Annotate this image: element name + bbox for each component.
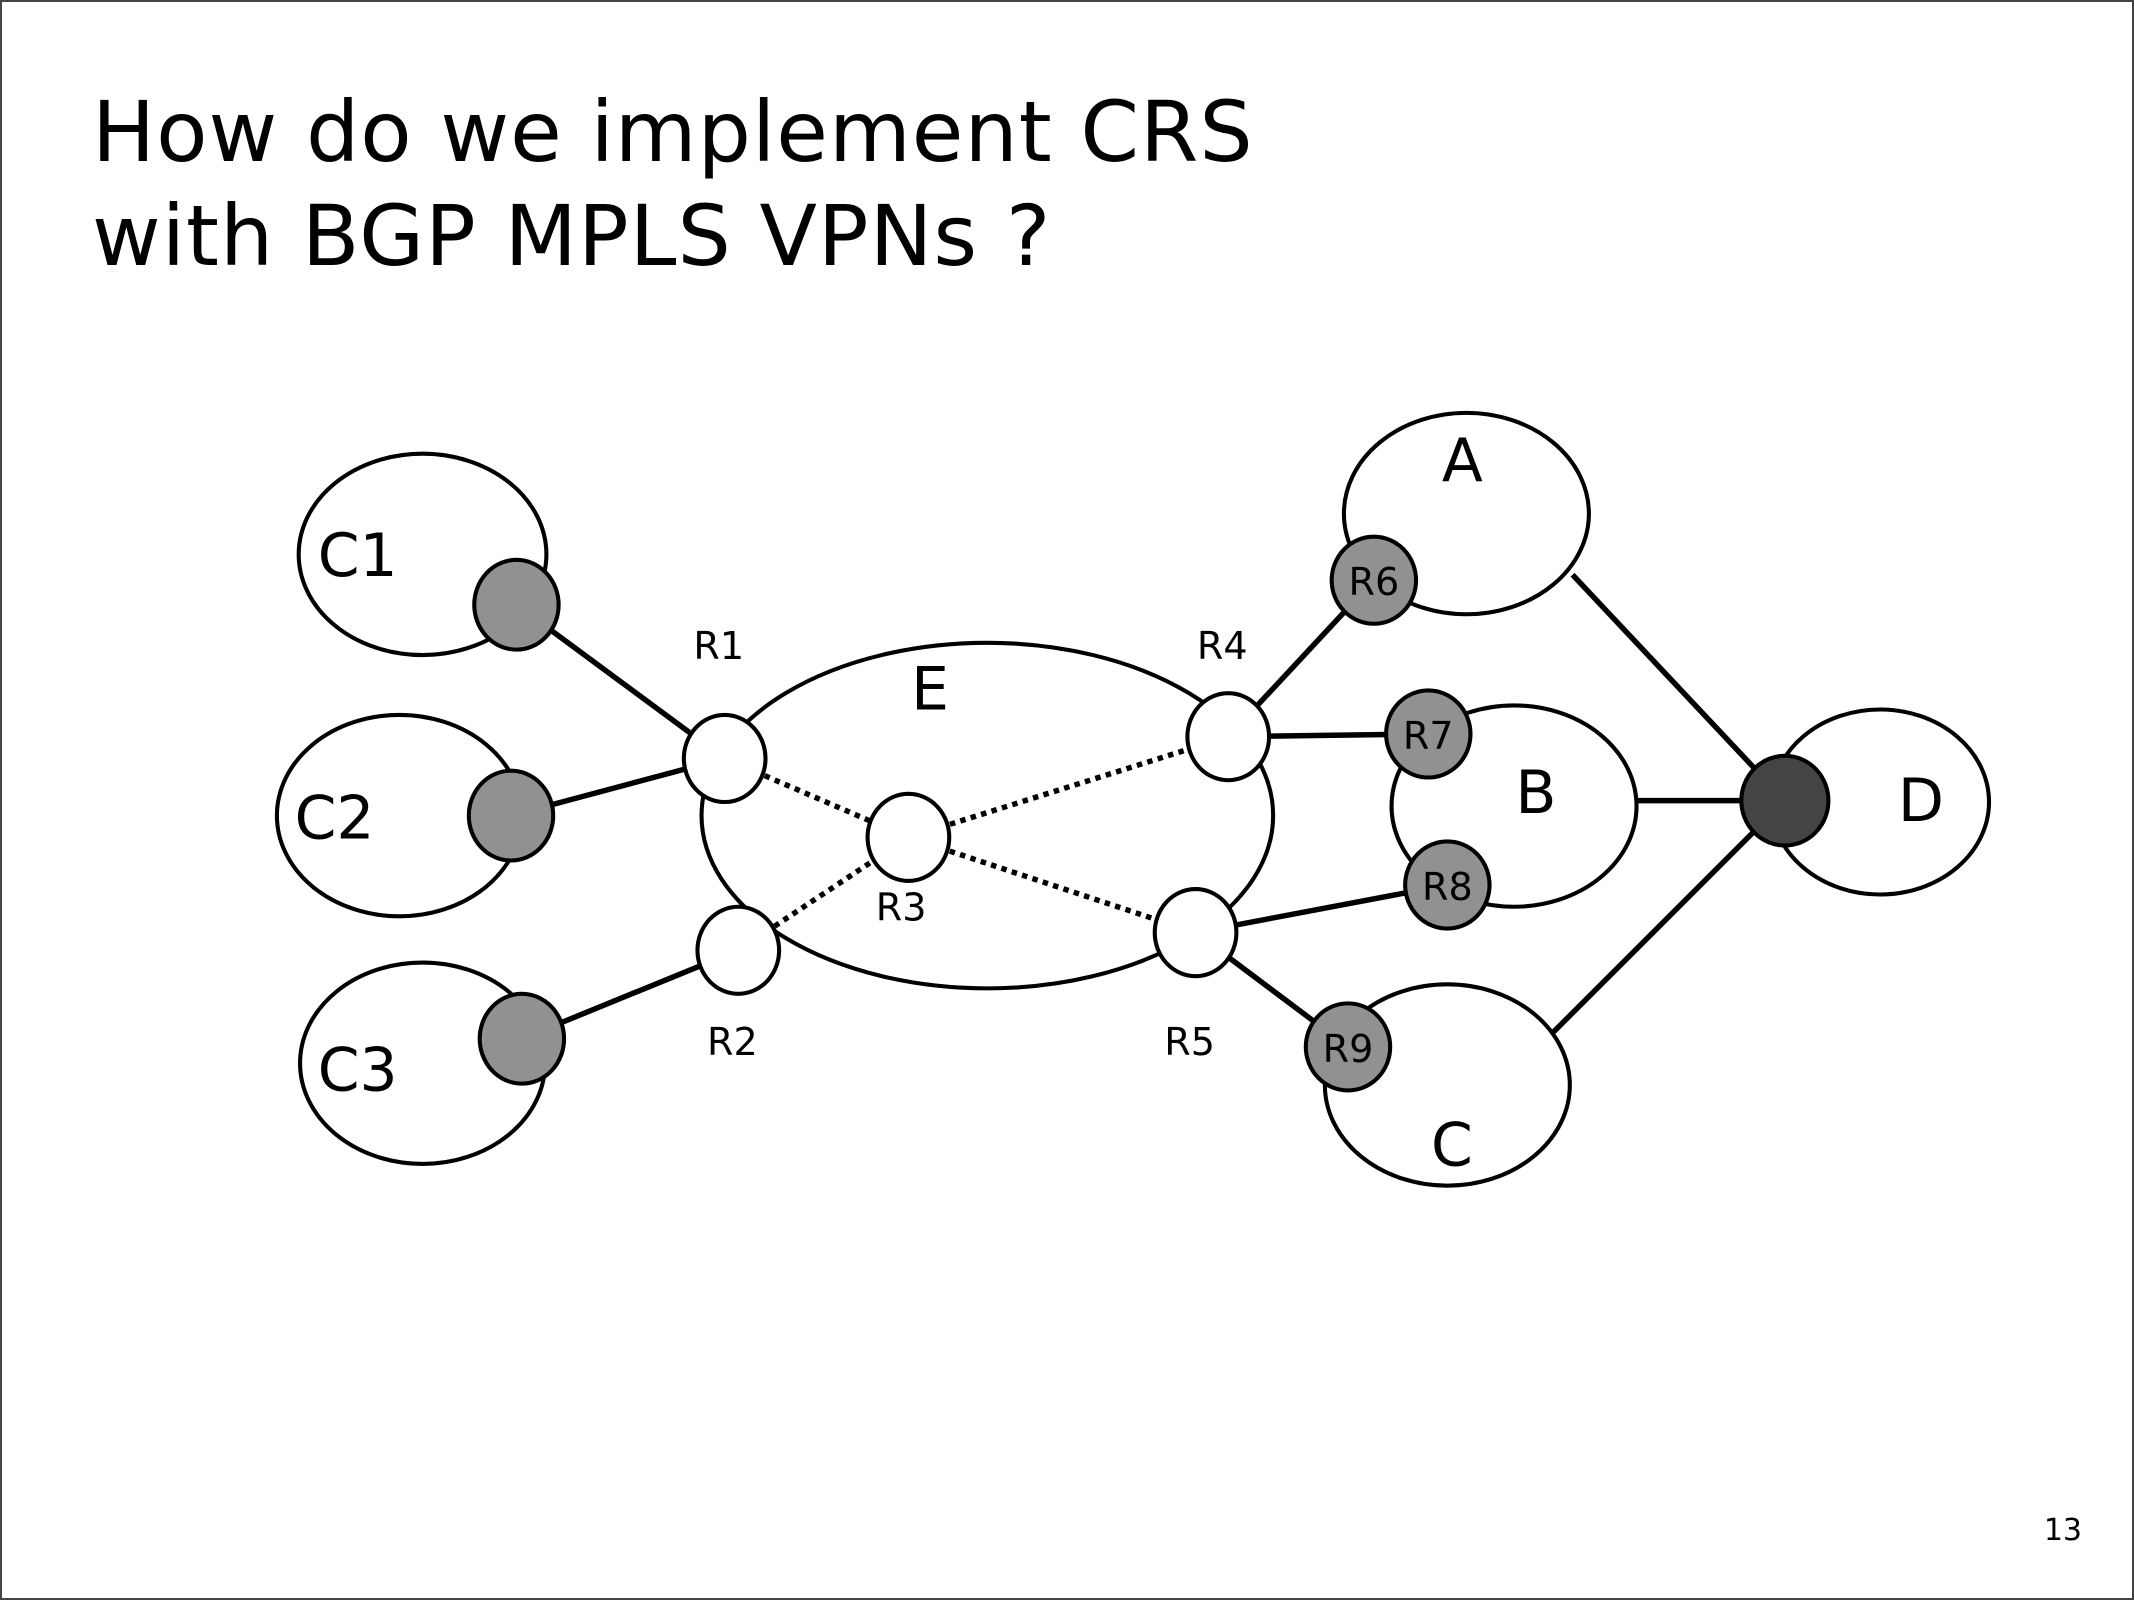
title-line-2: with BGP MPLS VPNs ? (92, 187, 1052, 285)
title-line-1: How do we implement CRS (92, 83, 1254, 181)
label-r9: R9 (1323, 1027, 1374, 1071)
label-b: B (1515, 758, 1556, 828)
label-c3: C3 (318, 1035, 398, 1105)
label-r8: R8 (1422, 865, 1473, 909)
label-c2: C2 (295, 784, 375, 854)
router-r9 (1303, 1001, 1393, 1093)
router-r1 (681, 712, 768, 805)
link-r3-r4 (907, 734, 1230, 840)
label-r2: R2 (707, 1020, 758, 1064)
region-e (699, 640, 1276, 991)
ce-router-c1 (472, 557, 561, 652)
label-c: C (1431, 1110, 1473, 1180)
link-r3-r5 (907, 834, 1197, 936)
destination-router-d (1739, 753, 1831, 848)
router-r8 (1403, 839, 1492, 931)
page-number: 13 (2043, 1513, 2082, 1548)
ce-router-c2 (466, 768, 556, 863)
label-a: A (1442, 426, 1483, 496)
ce-router-c3 (477, 991, 567, 1086)
slide-title: How do we implement CRS with BGP MPLS VP… (92, 80, 1254, 288)
label-r7: R7 (1403, 714, 1454, 758)
router-r7 (1384, 688, 1473, 780)
router-r3 (865, 791, 952, 883)
label-r5: R5 (1164, 1020, 1215, 1064)
router-r2 (695, 904, 782, 996)
label-d: D (1898, 766, 1944, 836)
label-r6: R6 (1348, 560, 1399, 604)
router-r5 (1152, 887, 1239, 979)
link-a-d (1570, 572, 1787, 803)
router-r6 (1329, 534, 1419, 626)
label-e: E (911, 654, 949, 724)
label-r4: R4 (1197, 624, 1248, 668)
label-c1: C1 (318, 521, 398, 591)
label-r1: R1 (693, 624, 744, 668)
link-c-d (1551, 798, 1787, 1034)
router-r4 (1185, 691, 1272, 783)
label-r3: R3 (876, 885, 927, 929)
